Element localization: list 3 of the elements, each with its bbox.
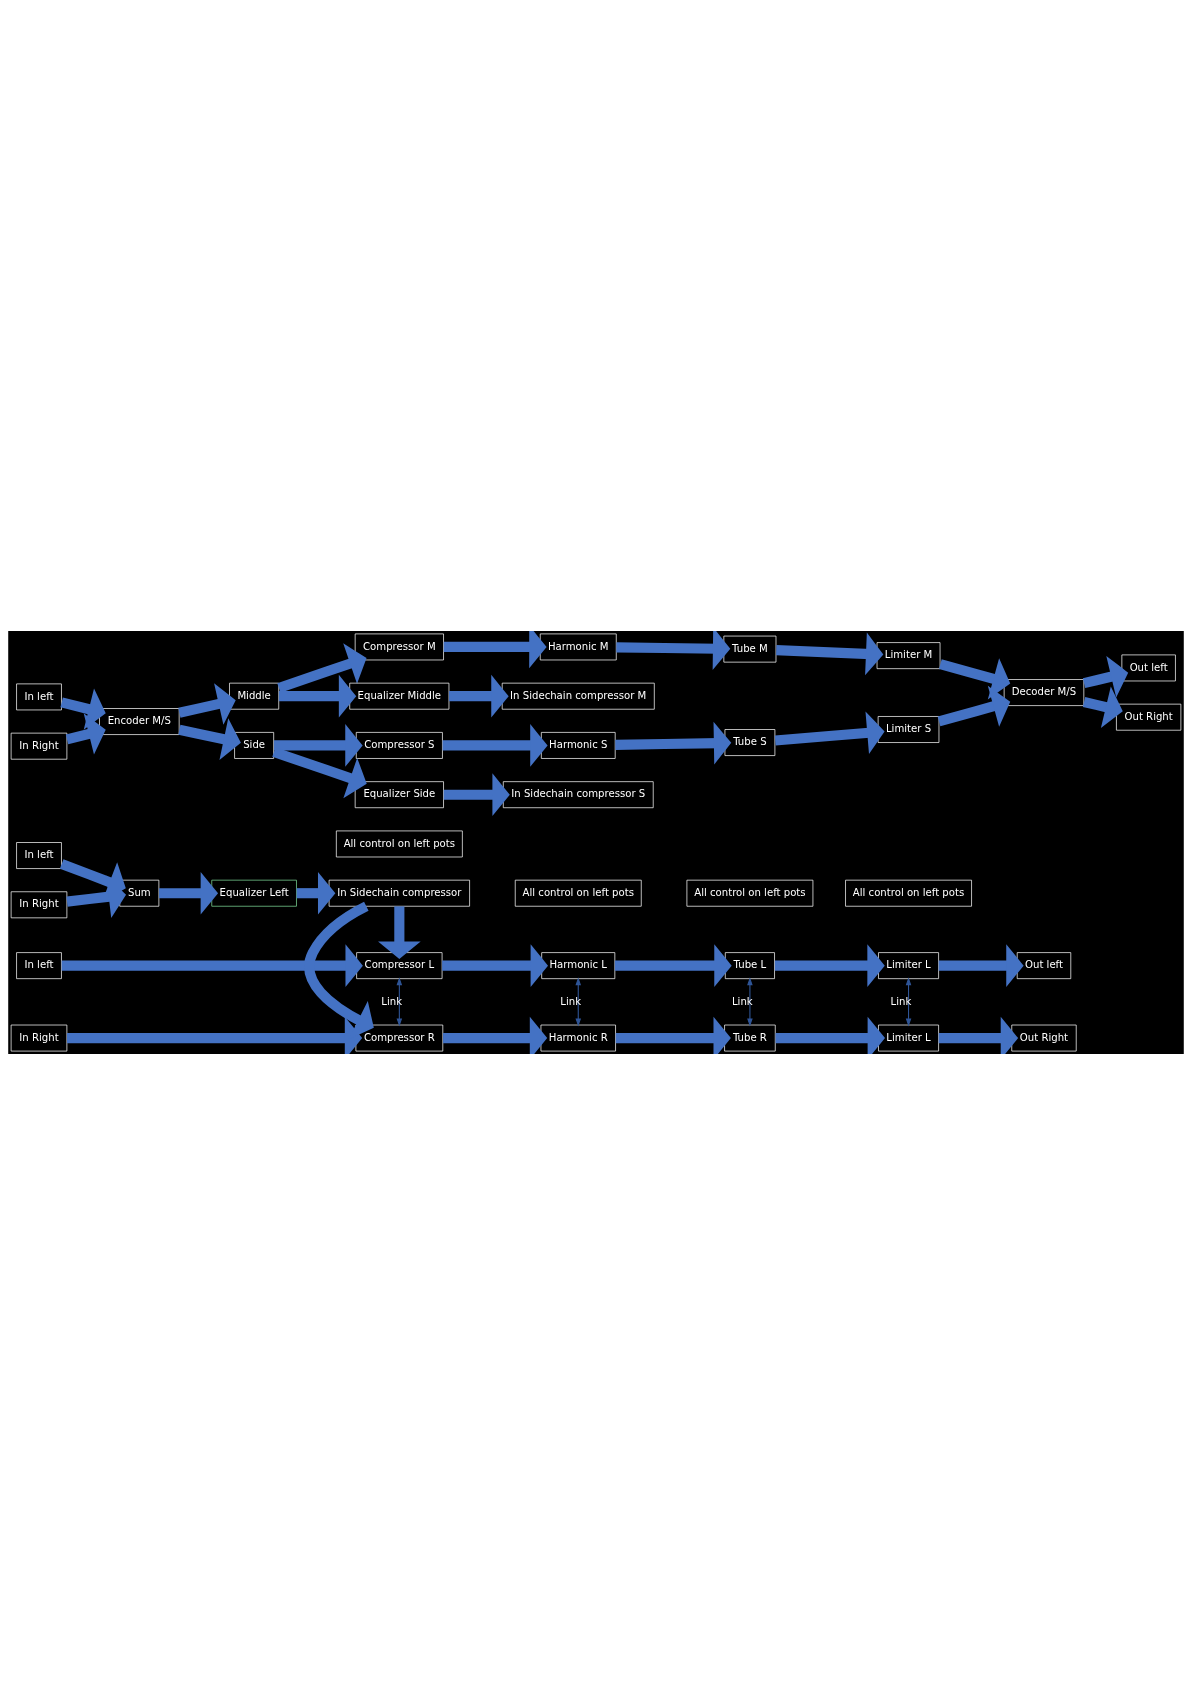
edge-label: Link xyxy=(381,995,403,1007)
edge-label: Link xyxy=(731,995,753,1007)
edge-label: Link xyxy=(560,995,582,1007)
